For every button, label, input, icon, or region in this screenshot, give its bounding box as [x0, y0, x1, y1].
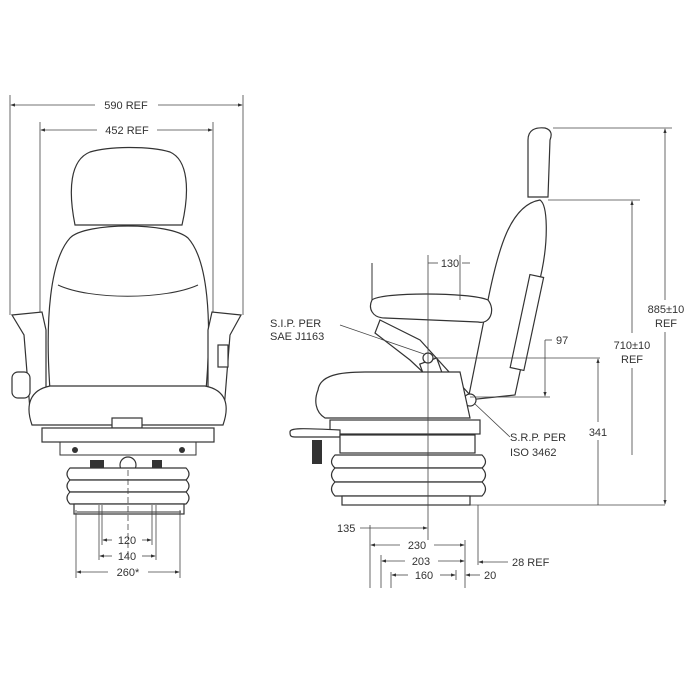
- dim-452-ref: 452 REF: [39, 122, 214, 320]
- headrest-front: [70, 146, 188, 226]
- dim-260: 260*: [75, 510, 181, 579]
- dim-label: 140: [118, 551, 136, 563]
- bottom-dimensions: 135 230 203 160 20 28 REF: [337, 505, 550, 588]
- dim-label: REF: [655, 318, 677, 330]
- dim-97: 97: [434, 335, 600, 398]
- sip-callout: S.I.P. PER SAE J1163: [270, 318, 425, 355]
- seat-cushion-side: [315, 371, 471, 419]
- srp-callout: S.R.P. PER ISO 3462: [474, 403, 566, 459]
- dim-590-ref: 590 REF: [9, 95, 244, 315]
- dim-203: 203: [412, 556, 430, 568]
- dim-885-ref: 885±10 REF: [553, 127, 685, 505]
- callout-text: S.I.P. PER: [270, 318, 321, 330]
- armrest-side: [369, 293, 493, 323]
- dim-140: 140: [98, 505, 157, 563]
- dim-120: 120: [101, 505, 153, 547]
- dim-label: 452 REF: [105, 125, 149, 137]
- dim-135: 135: [337, 523, 355, 535]
- dim-label: 590 REF: [104, 100, 148, 112]
- seat-cushion-front: [28, 385, 227, 426]
- dim-label: 341: [589, 427, 607, 439]
- dim-230: 230: [408, 540, 426, 552]
- dim-label: 130: [441, 258, 459, 270]
- dim-label: REF: [621, 354, 643, 366]
- dim-160: 160: [415, 570, 433, 582]
- dim-710-ref: 710±10 REF: [548, 199, 651, 455]
- callout-text: ISO 3462: [510, 447, 556, 459]
- callout-text: S.R.P. PER: [510, 432, 566, 444]
- dim-341: 341: [589, 358, 607, 505]
- front-view: 590 REF 452 REF: [9, 95, 244, 579]
- backrest-front: [47, 225, 210, 391]
- dim-label: 710±10: [614, 340, 651, 352]
- seat-slide-rail: [329, 419, 481, 435]
- dim-130: 130: [428, 258, 470, 270]
- dim-20: 20: [484, 570, 496, 582]
- dim-label: 885±10: [648, 304, 685, 316]
- callout-text: SAE J1163: [270, 331, 324, 343]
- dim-28-ref: 28 REF: [512, 557, 550, 569]
- seat-base: [41, 427, 215, 443]
- dim-label: 120: [118, 535, 136, 547]
- headrest-side: [527, 127, 552, 198]
- dim-label: 260*: [117, 567, 140, 579]
- dim-label: 97: [556, 335, 568, 347]
- side-view: 130 S.I.P. PER SAE J1163 S.R.P. PER ISO …: [270, 127, 685, 588]
- suspension-bellows-side: [330, 454, 487, 506]
